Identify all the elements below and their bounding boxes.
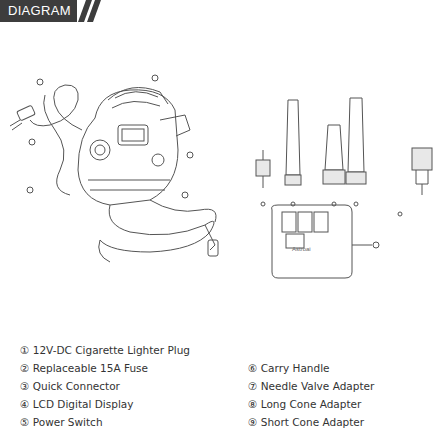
badge-slashes xyxy=(78,0,101,22)
adapters xyxy=(256,98,432,216)
part-label: ⑧ Long Cone Adapter xyxy=(248,398,361,411)
storage-bag xyxy=(272,205,379,278)
part-label: ③ Quick Connector xyxy=(20,380,120,393)
part-label: ⑦ Needle Valve Adapter xyxy=(248,380,374,393)
title-badge: DIAGRAM xyxy=(0,0,77,22)
part-label: ⑥ Carry Handle xyxy=(248,362,330,375)
part-label: ⑨ Short Cone Adapter xyxy=(248,416,364,429)
inflator-drawing xyxy=(10,75,218,262)
part-label: ④ LCD Digital Display xyxy=(20,398,133,411)
part-label: ⑤ Power Switch xyxy=(20,416,103,429)
part-label: ① 12V-DC Cigarette Lighter Plug xyxy=(20,344,190,357)
part-label: ② Replaceable 15A Fuse xyxy=(20,362,148,375)
brand-logo: Astroai xyxy=(292,246,311,252)
